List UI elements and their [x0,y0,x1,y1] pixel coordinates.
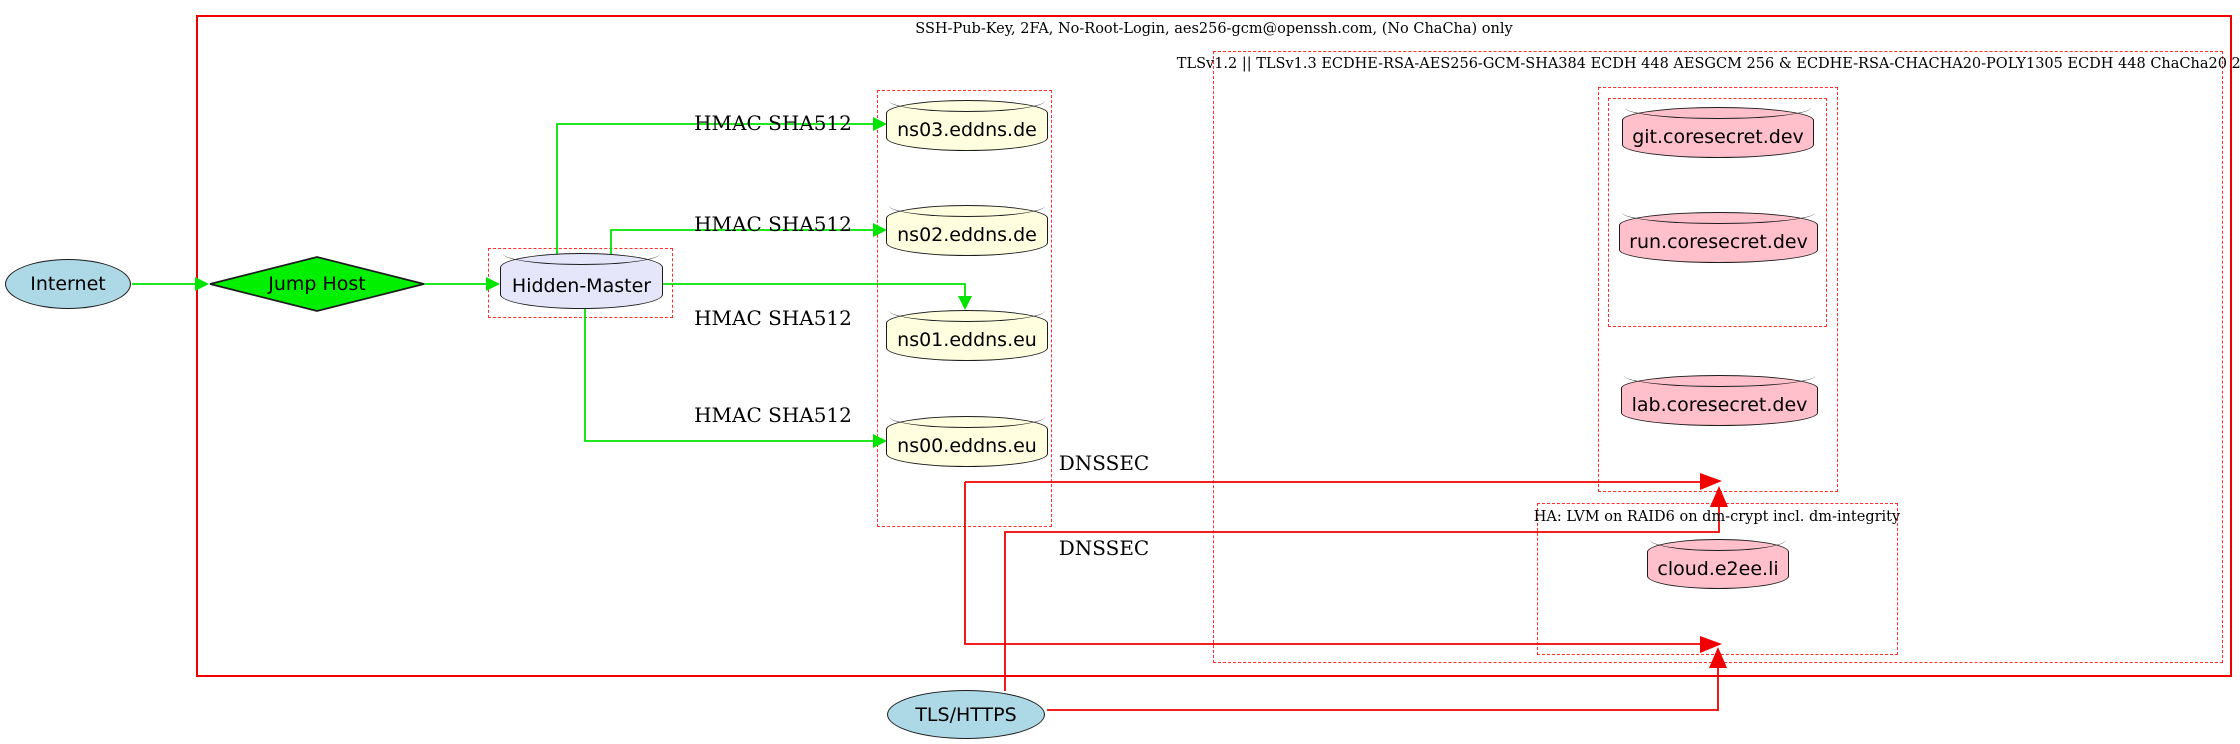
node-ns03: ns03.eddns.de [886,100,1048,151]
hidden-master-label: Hidden-Master [511,274,652,297]
node-jump-host: Jump Host [268,273,366,295]
edge-label-hmac-ns00: HMAC SHA512 [694,403,852,427]
node-lab-coresecret: lab.coresecret.dev [1621,375,1818,426]
node-ns01: ns01.eddns.eu [886,310,1048,361]
node-git-coresecret: git.coresecret.dev [1622,107,1814,158]
jump-host-label: Jump Host [268,273,366,295]
tls-https-label: TLS/HTTPS [915,703,1017,726]
node-cloud-e2ee: cloud.e2ee.li [1647,539,1789,589]
ns01-label: ns01.eddns.eu [897,329,1037,351]
node-tls-https: TLS/HTTPS [887,690,1045,739]
ha-cluster-label: HA: LVM on RAID6 on dm-crypt incl. dm-in… [1533,509,1901,525]
node-hidden-master: Hidden-Master [500,253,663,309]
git-coresecret-label: git.coresecret.dev [1632,126,1804,148]
node-internet: Internet [5,259,131,309]
run-coresecret-label: run.coresecret.dev [1629,231,1808,253]
cloud-e2ee-label: cloud.e2ee.li [1657,557,1779,580]
node-ns00: ns00.eddns.eu [886,416,1048,467]
node-ns02: ns02.eddns.de [886,205,1048,256]
node-run-coresecret: run.coresecret.dev [1619,212,1818,263]
git-run-cluster-box [1608,98,1827,327]
edge-label-dnssec-1: DNSSEC [1058,451,1150,475]
edge-label-dnssec-2: DNSSEC [1058,536,1150,560]
edge-label-hmac-ns03: HMAC SHA512 [694,111,852,135]
edge-label-hmac-ns02: HMAC SHA512 [694,212,852,236]
internet-label: Internet [30,273,106,295]
ns02-label: ns02.eddns.de [897,224,1037,246]
lab-coresecret-label: lab.coresecret.dev [1631,394,1808,416]
tls-cluster-label: TLSv1.2 || TLSv1.3 ECDHE-RSA-AES256-GCM-… [1176,56,2240,72]
ssh-cluster-label: SSH-Pub-Key, 2FA, No-Root-Login, aes256-… [915,21,1513,37]
edge-label-hmac-ns01: HMAC SHA512 [694,306,852,330]
ns03-label: ns03.eddns.de [897,119,1037,141]
ns00-label: ns00.eddns.eu [897,435,1037,457]
